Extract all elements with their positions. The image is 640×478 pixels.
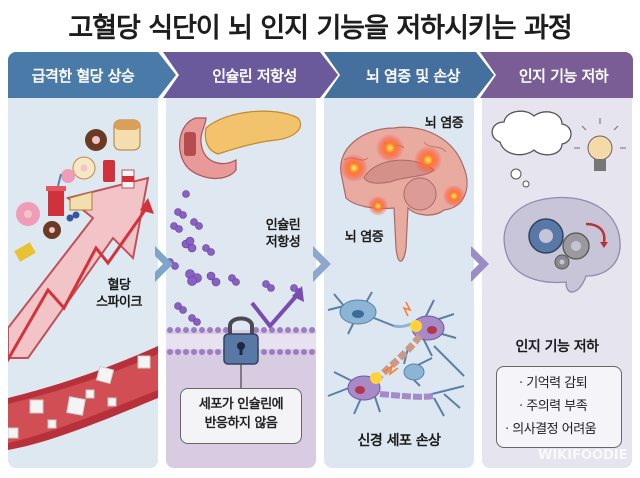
chevron-right-icon [313,246,331,282]
lock-icon [223,316,259,365]
symptom-item: 기억력 감퇴 [505,373,613,396]
spike-label-line2: 스파이크 [96,294,142,310]
symptom-item: 주의력 부족 [505,396,613,419]
panel-insulin-resistance: 인슐린 저항성 세포가 인슐린에 반응하지 않음 [166,98,316,468]
brain-inflammation-icon [340,126,468,262]
step-3-header: 뇌 염증 및 손상 [324,52,494,98]
callout-line1: 세포가 인슐린에 [198,397,284,412]
inflammation-label-bottom: 뇌 염증 [344,230,384,245]
symptom-item: 의사결정 어려움 [505,419,613,442]
cell-no-response-callout: 세포가 인슐린에 반응하지 않음 [180,388,302,444]
neuron-damage-label: 신경 세포 손상 [357,433,441,449]
neuron-damage-icon [327,291,465,417]
cognitive-decline-heading: 인지 기능 저하 [515,339,599,355]
panel-brain-inflammation: 뇌 염증 뇌 염증 신경 세포 손상 [324,98,474,468]
sugar-cube-icon [8,355,151,439]
insulin-resistance-label: 인슐린 저항성 [254,218,312,252]
food-arrow-icon [8,119,158,450]
insulin-molecule-icon [166,190,303,326]
deflect-arrow-icon [250,292,300,330]
process-steps-bar: 급격한 혈당 상승 인슐린 저항성 뇌 염증 및 손상 인지 기능 저하 [8,52,633,98]
thought-bubble-icon [491,110,572,188]
step-4-header: 인지 기능 저하 [480,52,633,98]
spike-label: 혈당 스파이크 [86,278,152,312]
spike-label-line1: 혈당 [107,278,131,293]
panel-blood-sugar-spike: 혈당 스파이크 [8,98,158,468]
chevron-right-icon [155,246,173,282]
callout-line2: 반응하지 않음 [204,415,278,431]
chevron-right-icon [471,246,489,282]
step-1-header: 급격한 혈당 상승 [8,52,176,98]
panel-cognitive-decline: 인지 기능 저하 기억력 감퇴 주의력 부족 의사결정 어려움 [482,98,632,468]
step-2-header: 인슐린 저항성 [163,52,338,98]
insulin-resistance-label-line2: 저항성 [265,234,301,250]
lightbulb-icon [574,118,626,171]
watermark: WIKIFOODIE [538,448,628,463]
page-title: 고혈당 식단이 뇌 인지 기능을 저하시키는 과정 [68,13,572,44]
inflammation-label-top: 뇌 염증 [424,116,464,131]
brain-gears-icon [503,196,621,293]
insulin-resistance-label-line1: 인슐린 [265,218,301,233]
symptom-list: 기억력 감퇴 주의력 부족 의사결정 어려움 [496,366,622,449]
